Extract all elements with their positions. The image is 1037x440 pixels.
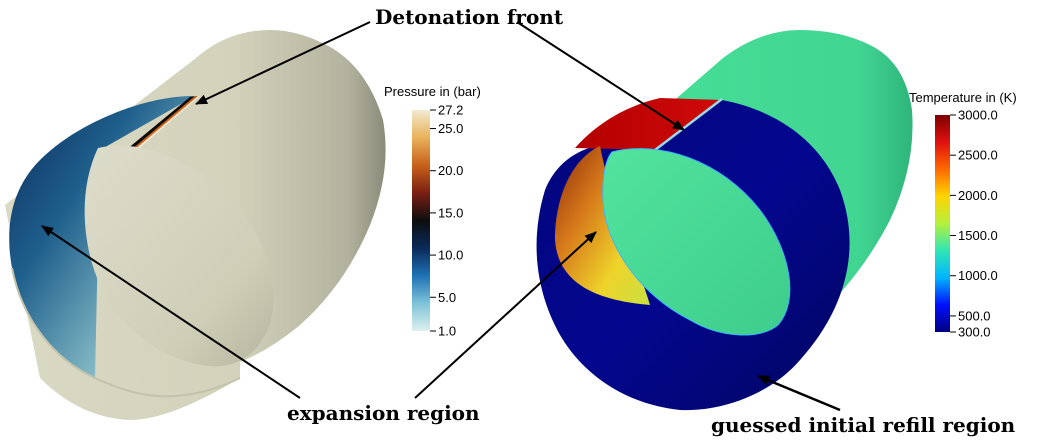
pressure-tick-label: 20.0 xyxy=(438,163,463,178)
temperature-tick-label: 2500.0 xyxy=(958,148,998,163)
temperature-colorbar-ticks: 3000.0 2500.0 2000.0 1500.0 1000.0 500.0 300.0 xyxy=(950,108,998,340)
pressure-colorbar-title: Pressure in (bar) xyxy=(384,84,481,99)
arrow-detonation-front-left xyxy=(195,21,371,105)
temperature-tick-label: 500.0 xyxy=(958,308,991,323)
pressure-tick-label: 15.0 xyxy=(438,205,463,220)
pressure-tick-label: 1.0 xyxy=(438,324,456,339)
pressure-front-edge xyxy=(134,96,200,150)
temperature-colorbar-title: Temperature in (K) xyxy=(909,90,1017,105)
pressure-cylinder xyxy=(5,30,386,420)
label-expansion-region: expansion region xyxy=(287,401,480,425)
temperature-cylinder xyxy=(536,30,913,411)
temperature-cut-face xyxy=(602,148,791,336)
annotation-arrows xyxy=(41,21,841,412)
temperature-tick-label: 2000.0 xyxy=(958,188,998,203)
temperature-tick-label: 1000.0 xyxy=(958,268,998,283)
pressure-tick-label: 25.0 xyxy=(438,121,463,136)
pressure-expansion-region xyxy=(9,95,195,379)
temperature-tick-label: 300.0 xyxy=(958,325,991,340)
arrow-detonation-front-right xyxy=(516,21,685,131)
pressure-colorbar-ticks: 27.2 25.0 20.0 15.0 10.0 5.0 1.0 xyxy=(430,103,463,339)
label-detonation-front: Detonation front xyxy=(375,5,564,29)
pressure-front-rim xyxy=(11,267,241,398)
pressure-colorbar-bar xyxy=(412,110,430,331)
pressure-colorbar: Pressure in (bar) 27.2 25.0 20.0 15.0 10.0 5.… xyxy=(384,84,481,339)
temperature-colorbar: Temperature in (K) 3000.0 2500.0 2000.0 150… xyxy=(909,90,1017,340)
label-refill-region: guessed initial refill region xyxy=(711,413,1016,437)
temperature-tick-label: 3000.0 xyxy=(958,108,998,123)
temperature-expansion-region xyxy=(555,146,650,305)
pressure-tick-label: 10.0 xyxy=(438,248,463,263)
arrow-refill-region xyxy=(757,374,841,412)
pressure-cut-face xyxy=(84,145,274,367)
temperature-tick-label: 1500.0 xyxy=(958,228,998,243)
temperature-front-edge xyxy=(654,98,723,151)
arrow-expansion-left xyxy=(41,225,301,399)
temperature-detonation-zone xyxy=(575,98,722,150)
temperature-colorbar-bar xyxy=(935,115,950,332)
pressure-tick-label: 27.2 xyxy=(438,103,463,118)
pressure-tick-label: 5.0 xyxy=(438,290,456,305)
arrow-expansion-right xyxy=(414,231,597,399)
